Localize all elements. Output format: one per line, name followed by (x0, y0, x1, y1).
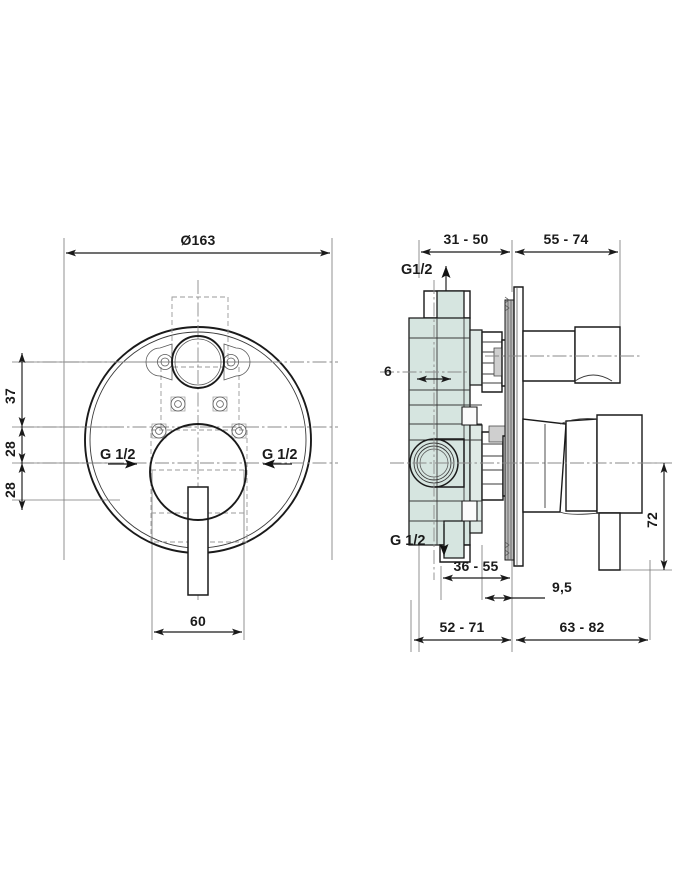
dimension-31-50: 31 - 50 (421, 231, 510, 256)
diverter-knob-undercut (574, 374, 613, 382)
dimension-60-label: 60 (190, 613, 206, 629)
dimension-36-55: 36 - 55 (443, 558, 510, 582)
dimension-9-5: 9,5 (485, 579, 572, 602)
handle-collar[interactable] (522, 418, 567, 513)
mixer-knob[interactable] (149, 423, 247, 521)
dimension-31-50-label: 31 - 50 (444, 231, 489, 247)
diverter-knob-group[interactable] (145, 335, 251, 389)
front-view: Ø163 (2, 232, 338, 640)
dimension-37-label: 37 (2, 388, 18, 404)
dimension-28-upper-label: 28 (2, 441, 18, 457)
dimension-36-55-label: 36 - 55 (454, 558, 499, 574)
dimension-63-82: 63 - 82 (516, 619, 648, 644)
dimension-diameter-163-label: Ø163 (180, 232, 215, 248)
front-port-left: G 1/2 (100, 447, 137, 469)
dimension-72-label: 72 (644, 512, 660, 528)
dimension-63-82-label: 63 - 82 (560, 619, 605, 635)
plate-ribs (507, 300, 512, 560)
side-section-view: 31 - 50 55 - 74 G1/2 (380, 231, 672, 652)
diverter-knob-outer[interactable] (171, 335, 225, 389)
handle-lower-join (559, 511, 600, 515)
escutcheon-plate-edge (504, 286, 524, 567)
front-port-left-label: G 1/2 (100, 447, 135, 463)
lever-handle[interactable] (187, 486, 209, 596)
diverter-knob-body[interactable] (574, 326, 621, 384)
body-lug-lower (461, 500, 478, 522)
side-port-bottom-label: G 1/2 (390, 533, 425, 549)
plate-serration (504, 296, 510, 557)
handle-upper-join (559, 418, 598, 425)
dimension-72: 72 (644, 463, 668, 570)
dimension-9-5-label: 9,5 (552, 579, 572, 595)
side-port-top-label: G1/2 (401, 262, 432, 278)
diverter-knob-side[interactable] (485, 326, 640, 384)
dimension-6-label: 6 (384, 363, 392, 379)
handle-lever[interactable] (598, 512, 621, 571)
dimension-52-71: 52 - 71 (414, 619, 511, 644)
mixer-handle-side[interactable] (522, 414, 643, 571)
handle-body[interactable] (596, 414, 643, 514)
front-vertical-dimension-chain: 37 28 28 (2, 353, 120, 510)
mixer-lever-group[interactable] (149, 423, 247, 596)
dimension-6: 6 (384, 363, 451, 383)
dimension-55-74-label: 55 - 74 (544, 231, 589, 247)
concealed-body (408, 290, 483, 563)
fixing-bosses (151, 396, 247, 439)
dimension-28-lower-label: 28 (2, 482, 18, 498)
dimension-52-71-label: 52 - 71 (440, 619, 485, 635)
front-port-right-label: G 1/2 (262, 447, 297, 463)
dimension-60: 60 (154, 613, 242, 636)
diverter-knob-inner (174, 338, 222, 386)
body-lug-upper (461, 406, 478, 426)
front-extension-lines (63, 238, 333, 640)
dimension-55-74: 55 - 74 (515, 231, 618, 256)
dimension-diameter-163: Ø163 (66, 232, 330, 257)
wall-plate (513, 286, 524, 567)
bottom-outlet-bore (443, 520, 465, 559)
plate-gasket (504, 299, 515, 561)
diverter-mounting-lugs (145, 343, 251, 381)
handle-hub[interactable] (565, 418, 598, 512)
body-right-upper (469, 329, 483, 386)
diverter-cartridge (481, 331, 503, 393)
body-main-block (408, 317, 471, 546)
side-port-bottom: G 1/2 (390, 524, 449, 556)
side-extension-lines (410, 240, 672, 652)
front-port-right: G 1/2 (262, 447, 297, 469)
